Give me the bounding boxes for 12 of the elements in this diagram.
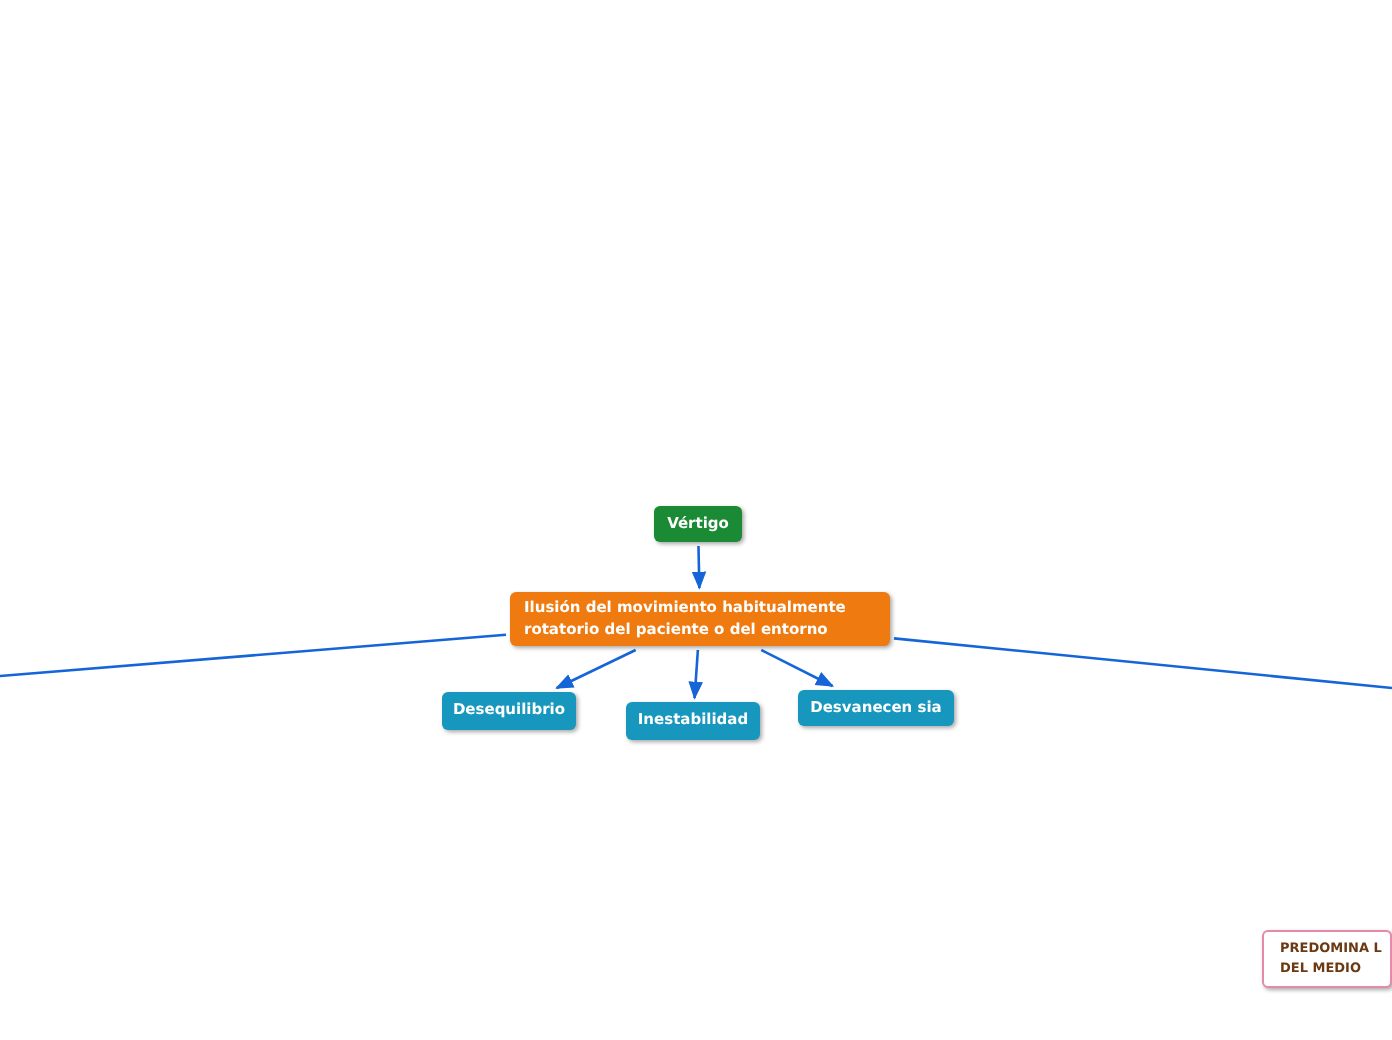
topic-box [798,690,954,726]
topic-box [442,692,576,730]
topic-box [654,506,742,542]
topic-box [626,702,760,740]
connector-line [0,633,507,678]
arrow [691,545,707,590]
arrow [555,648,637,690]
connector-line [893,637,1392,690]
arrow [760,648,835,688]
note-box [1262,930,1392,988]
arrow [688,649,703,700]
topic-box [510,592,890,646]
